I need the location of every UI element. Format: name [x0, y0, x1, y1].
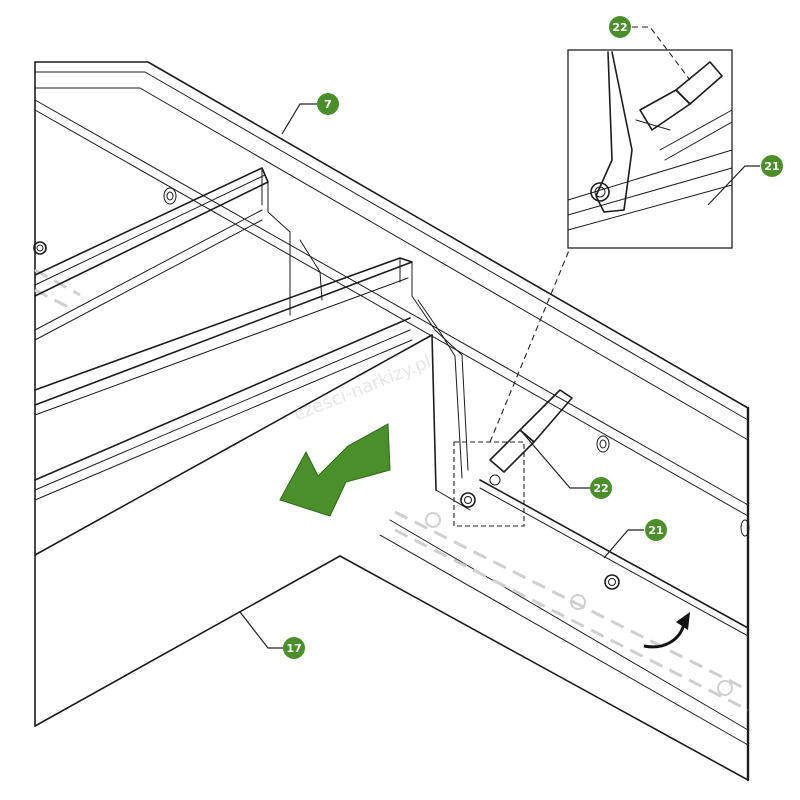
callout-21-inset: 21 — [761, 155, 783, 177]
svg-text:21: 21 — [764, 160, 779, 173]
green-left-arrow-icon — [279, 423, 391, 517]
svg-text:22: 22 — [612, 21, 627, 34]
callout-22-inset: 22 — [609, 16, 631, 38]
callout-17: 17 — [283, 637, 305, 659]
callout-22-main: 22 — [590, 477, 612, 499]
back-crossbar — [34, 167, 323, 316]
front-beam — [34, 257, 471, 727]
inset-detail — [567, 49, 733, 249]
svg-text:7: 7 — [324, 98, 332, 111]
bolt-holes — [33, 187, 750, 537]
lever-handle — [460, 389, 573, 508]
ghost-rail — [34, 268, 749, 712]
curved-rotate-arrow-icon — [643, 612, 690, 649]
upper-beam-body — [34, 209, 263, 341]
callout-7: 7 — [317, 93, 339, 115]
callout-21-main: 21 — [645, 519, 667, 541]
svg-text:21: 21 — [648, 524, 663, 537]
leader-lines — [239, 26, 760, 649]
svg-text:17: 17 — [286, 642, 301, 655]
svg-text:22: 22 — [593, 482, 608, 495]
strip-21 — [479, 479, 749, 637]
detail-box — [453, 441, 525, 527]
watermark-text: czesci-narkizy.pl — [291, 351, 434, 425]
frame-rail — [34, 61, 750, 782]
